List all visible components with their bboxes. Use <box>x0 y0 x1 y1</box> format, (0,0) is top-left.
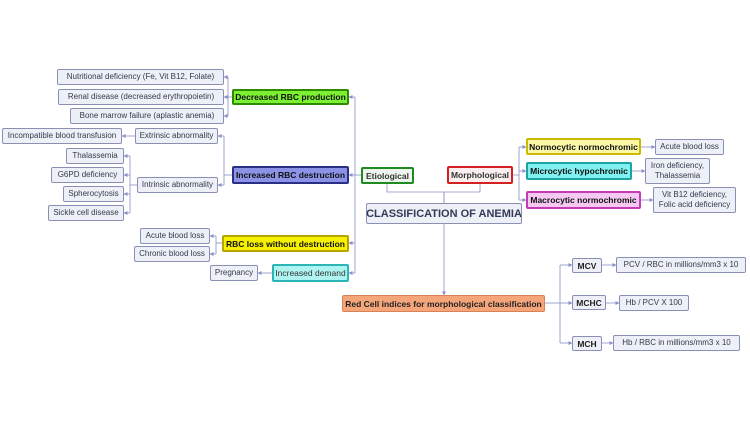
pregnancy-node[interactable]: Pregnancy <box>210 265 258 281</box>
nutritional-deficiency-node[interactable]: Nutritional deficiency (Fe, Vit B12, Fol… <box>57 69 224 85</box>
morphological-node[interactable]: Morphological <box>447 166 513 184</box>
iron-deficiency-result-node[interactable]: Iron deficiency, Thalassemia <box>645 158 710 184</box>
mchc-formula-node[interactable]: Hb / PCV X 100 <box>619 295 689 311</box>
mcv-formula-node[interactable]: PCV / RBC in millions/mm3 x 10 <box>616 257 746 273</box>
extrinsic-abnormality-node[interactable]: Extrinsic abnormality <box>135 128 218 144</box>
etiological-node[interactable]: Etiological <box>361 167 414 184</box>
mcv-node[interactable]: MCV <box>572 258 602 273</box>
increased-rbc-destruction-node[interactable]: Increased RBC destruction <box>232 166 349 184</box>
normocytic-normochromic-node[interactable]: Normocytic normochromic <box>526 138 641 155</box>
incompatible-blood-transfusion-node[interactable]: Incompatible blood transfusion <box>2 128 122 144</box>
renal-disease-node[interactable]: Renal disease (decreased erythropoietin) <box>58 89 224 105</box>
vit-b12-deficiency-result-node[interactable]: Vit B12 deficiency, Folic acid deficienc… <box>653 187 736 213</box>
thalassemia-node[interactable]: Thalassemia <box>66 148 124 164</box>
intrinsic-abnormality-node[interactable]: Intrinsic abnormality <box>137 177 218 193</box>
decreased-rbc-production-node[interactable]: Decreased RBC production <box>232 89 349 105</box>
connector-0 <box>386 184 445 203</box>
acute-blood-loss-node[interactable]: Acute blood loss <box>140 228 210 244</box>
mch-node[interactable]: MCH <box>572 336 602 351</box>
spherocytosis-node[interactable]: Spherocytosis <box>63 186 124 202</box>
g6pd-deficiency-node[interactable]: G6PD deficiency <box>51 167 124 183</box>
mchc-node[interactable]: MCHC <box>572 295 606 310</box>
chronic-blood-loss-node[interactable]: Chronic blood loss <box>134 246 210 262</box>
bone-marrow-failure-node[interactable]: Bone marrow failure (aplastic anemia) <box>70 108 224 124</box>
connector-1 <box>443 184 481 203</box>
rbc-loss-without-destruction-node[interactable]: RBC loss without destruction <box>222 235 349 252</box>
acute-blood-loss-result-node[interactable]: Acute blood loss <box>655 139 724 155</box>
root-node[interactable]: CLASSIFICATION OF ANEMIA <box>366 203 522 224</box>
red-cell-indices-node[interactable]: Red Cell indices for morphological class… <box>342 295 545 312</box>
microcytic-hypochromic-node[interactable]: Microcytic hypochromic <box>526 162 632 180</box>
increased-demand-node[interactable]: Increased demand <box>272 264 349 282</box>
mch-formula-node[interactable]: Hb / RBC in millions/mm3 x 10 <box>613 335 740 351</box>
sickle-cell-disease-node[interactable]: Sickle cell disease <box>48 205 124 221</box>
macrocytic-normochromic-node[interactable]: Macrocytic normochromic <box>526 191 641 209</box>
